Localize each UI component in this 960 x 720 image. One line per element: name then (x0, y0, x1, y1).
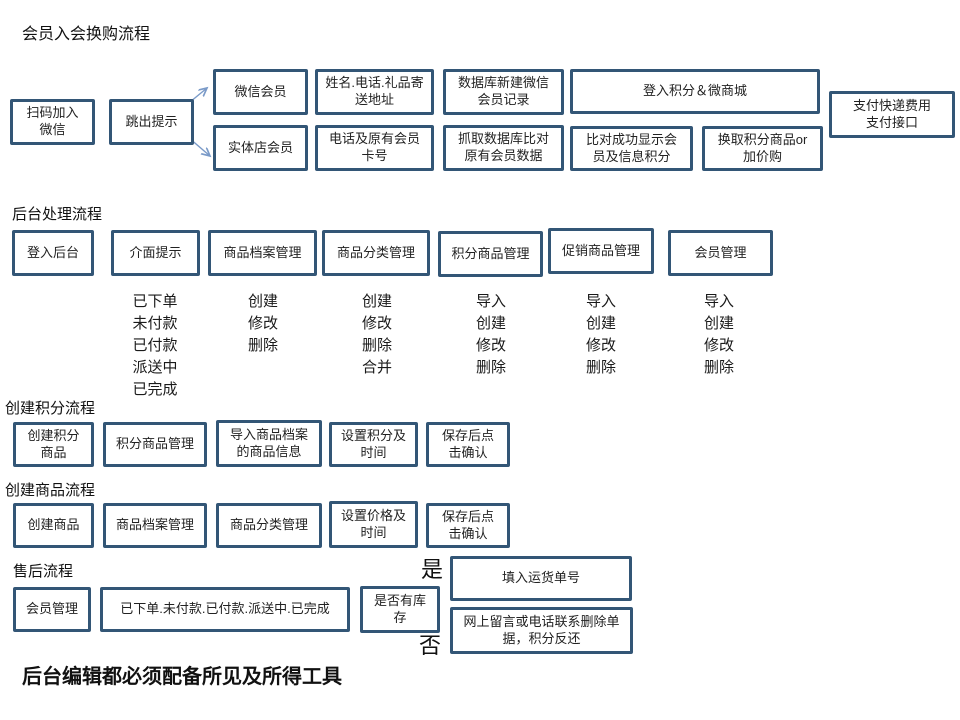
list-archive-actions: 创建 修改 删除 (247, 293, 279, 354)
box-category-mgmt-2: 商品分类管理 (216, 503, 322, 548)
box-db-new-record: 数据库新建微信 会员记录 (443, 69, 564, 115)
box-pay-shipping: 支付快递费用 支付接口 (829, 91, 955, 138)
box-member-mgmt: 会员管理 (668, 230, 773, 276)
section-title-create-points: 创建积分流程 (5, 400, 96, 417)
box-scan-wechat: 扫码加入 微信 (10, 99, 95, 145)
box-login-points-mall: 登入积分＆微商城 (570, 69, 820, 114)
box-popup-prompt: 跳出提示 (109, 99, 194, 145)
box-login-admin: 登入后台 (12, 230, 94, 276)
box-points-mgmt-2: 积分商品管理 (103, 422, 207, 467)
section-title-create-product: 创建商品流程 (5, 482, 96, 499)
list-category-actions: 创建 修改 删除 合并 (361, 293, 393, 376)
section-title-backend: 后台处理流程 (12, 206, 103, 223)
box-category-mgmt: 商品分类管理 (322, 230, 430, 276)
section-title-membership: 会员入会换购流程 (22, 26, 151, 43)
box-member-mgmt-2: 会员管理 (13, 587, 91, 632)
box-save-confirm-2: 保存后点 击确认 (426, 503, 510, 548)
box-name-gift-address: 姓名.电话.礼品寄 送地址 (315, 69, 434, 115)
box-archive-mgmt-2: 商品档案管理 (103, 503, 207, 548)
box-exchange-points: 换取积分商品or 加价购 (702, 126, 823, 171)
box-phone-card: 电话及原有会员 卡号 (315, 125, 434, 171)
box-promo-mgmt: 促销商品管理 (548, 228, 654, 274)
list-promo-actions: 导入 创建 修改 删除 (585, 293, 617, 376)
label-no: 否 (419, 633, 442, 658)
box-archive-mgmt: 商品档案管理 (208, 230, 317, 276)
box-ui-prompt: 介面提示 (111, 230, 200, 276)
list-member-actions: 导入 创建 修改 删除 (703, 293, 735, 376)
box-db-compare: 抓取数据库比对 原有会员数据 (443, 125, 564, 171)
label-yes: 是 (421, 557, 444, 582)
box-store-member: 实体店会员 (213, 125, 308, 171)
box-save-confirm-1: 保存后点 击确认 (426, 422, 510, 467)
box-delete-order: 网上留言或电话联系删除单 据，积分反还 (450, 607, 633, 654)
box-create-points-item: 创建积分 商品 (13, 422, 94, 467)
box-set-price-time: 设置价格及 时间 (329, 501, 418, 548)
footer-note: 后台编辑都必须配备所见及所得工具 (22, 666, 342, 688)
box-points-mgmt: 积分商品管理 (438, 231, 543, 277)
box-wechat-member: 微信会员 (213, 69, 308, 115)
box-fill-tracking: 填入运货单号 (450, 556, 632, 601)
section-title-aftersales: 售后流程 (13, 563, 74, 580)
box-order-states: 已下单.未付款.已付款.派送中.已完成 (100, 587, 350, 632)
box-create-product: 创建商品 (13, 503, 94, 548)
box-stock-check: 是否有库 存 (360, 586, 440, 633)
box-set-points-time: 设置积分及 时间 (329, 422, 418, 467)
list-points-actions: 导入 创建 修改 删除 (475, 293, 507, 376)
box-compare-success: 比对成功显示会 员及信息积分 (570, 126, 693, 171)
list-order-states: 已下单 未付款 已付款 派送中 已完成 (132, 293, 178, 398)
box-import-archive: 导入商品档案 的商品信息 (216, 420, 322, 467)
